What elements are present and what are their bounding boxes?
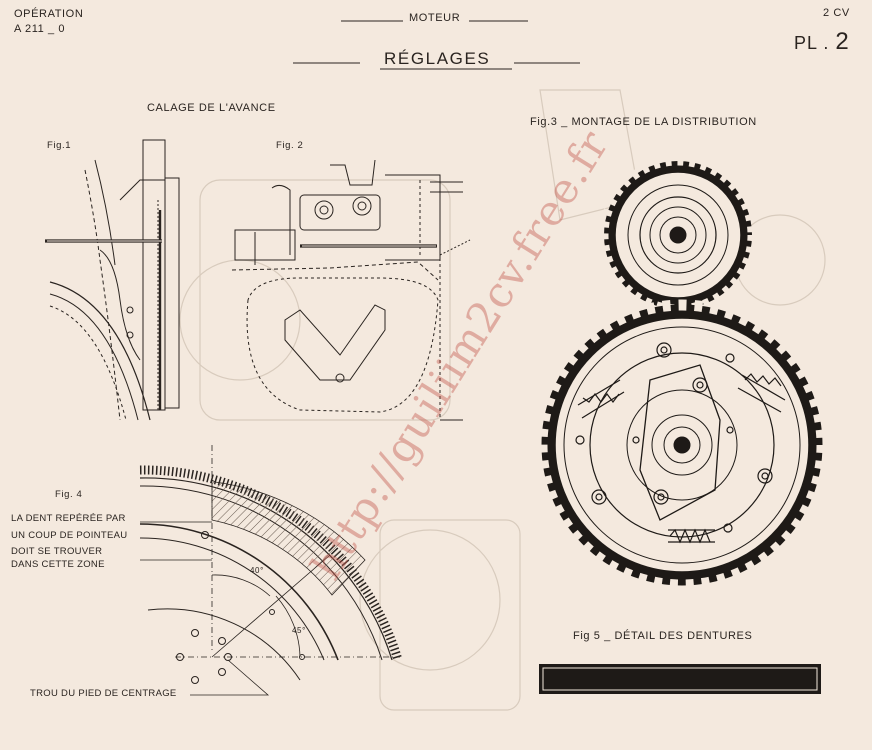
fig3-drawing xyxy=(536,156,828,591)
background-ghost-drawing xyxy=(179,89,826,711)
plate-prefix: PL . xyxy=(794,33,830,53)
model-label: 2 CV xyxy=(823,7,850,19)
plate-number: 2 xyxy=(835,28,850,55)
fig4-label: Fig. 4 xyxy=(55,489,83,500)
fig1-label: Fig.1 xyxy=(47,140,72,151)
fig3-label: Fig.3 _ MONTAGE DE LA DISTRIBUTION xyxy=(530,116,757,128)
fig4-note-line: DOIT SE TROUVER xyxy=(11,546,103,557)
fig2-drawing xyxy=(231,159,471,421)
fig5-drawing xyxy=(539,664,821,694)
bolt-holes xyxy=(575,342,773,533)
fig4-note-line: UN COUP DE POINTEAU xyxy=(11,530,128,541)
header-rules xyxy=(293,20,580,70)
section-calage-title: CALAGE DE L'AVANCE xyxy=(147,102,276,114)
fig4-drawing xyxy=(139,445,403,696)
fig4-note-line: LA DENT REPÉRÉE PAR xyxy=(11,513,126,524)
operation-label: OPÉRATION xyxy=(14,8,84,20)
operation-code: A 211 _ 0 xyxy=(14,23,66,35)
angle-45-label: 45° xyxy=(292,626,306,635)
angle-40-label: 40° xyxy=(250,566,264,575)
plate-label: PL . 2 xyxy=(794,30,850,54)
page-title: RÉGLAGES xyxy=(384,49,491,68)
centering-hole-label: TROU DU PIED DE CENTRAGE xyxy=(30,688,177,699)
fig2-label: Fig. 2 xyxy=(276,140,304,151)
fig1-drawing xyxy=(45,139,180,421)
fig4-note-line: DANS CETTE ZONE xyxy=(11,559,105,570)
fig5-label: Fig 5 _ DÉTAIL DES DENTURES xyxy=(573,630,753,642)
department-label: MOTEUR xyxy=(409,12,461,24)
